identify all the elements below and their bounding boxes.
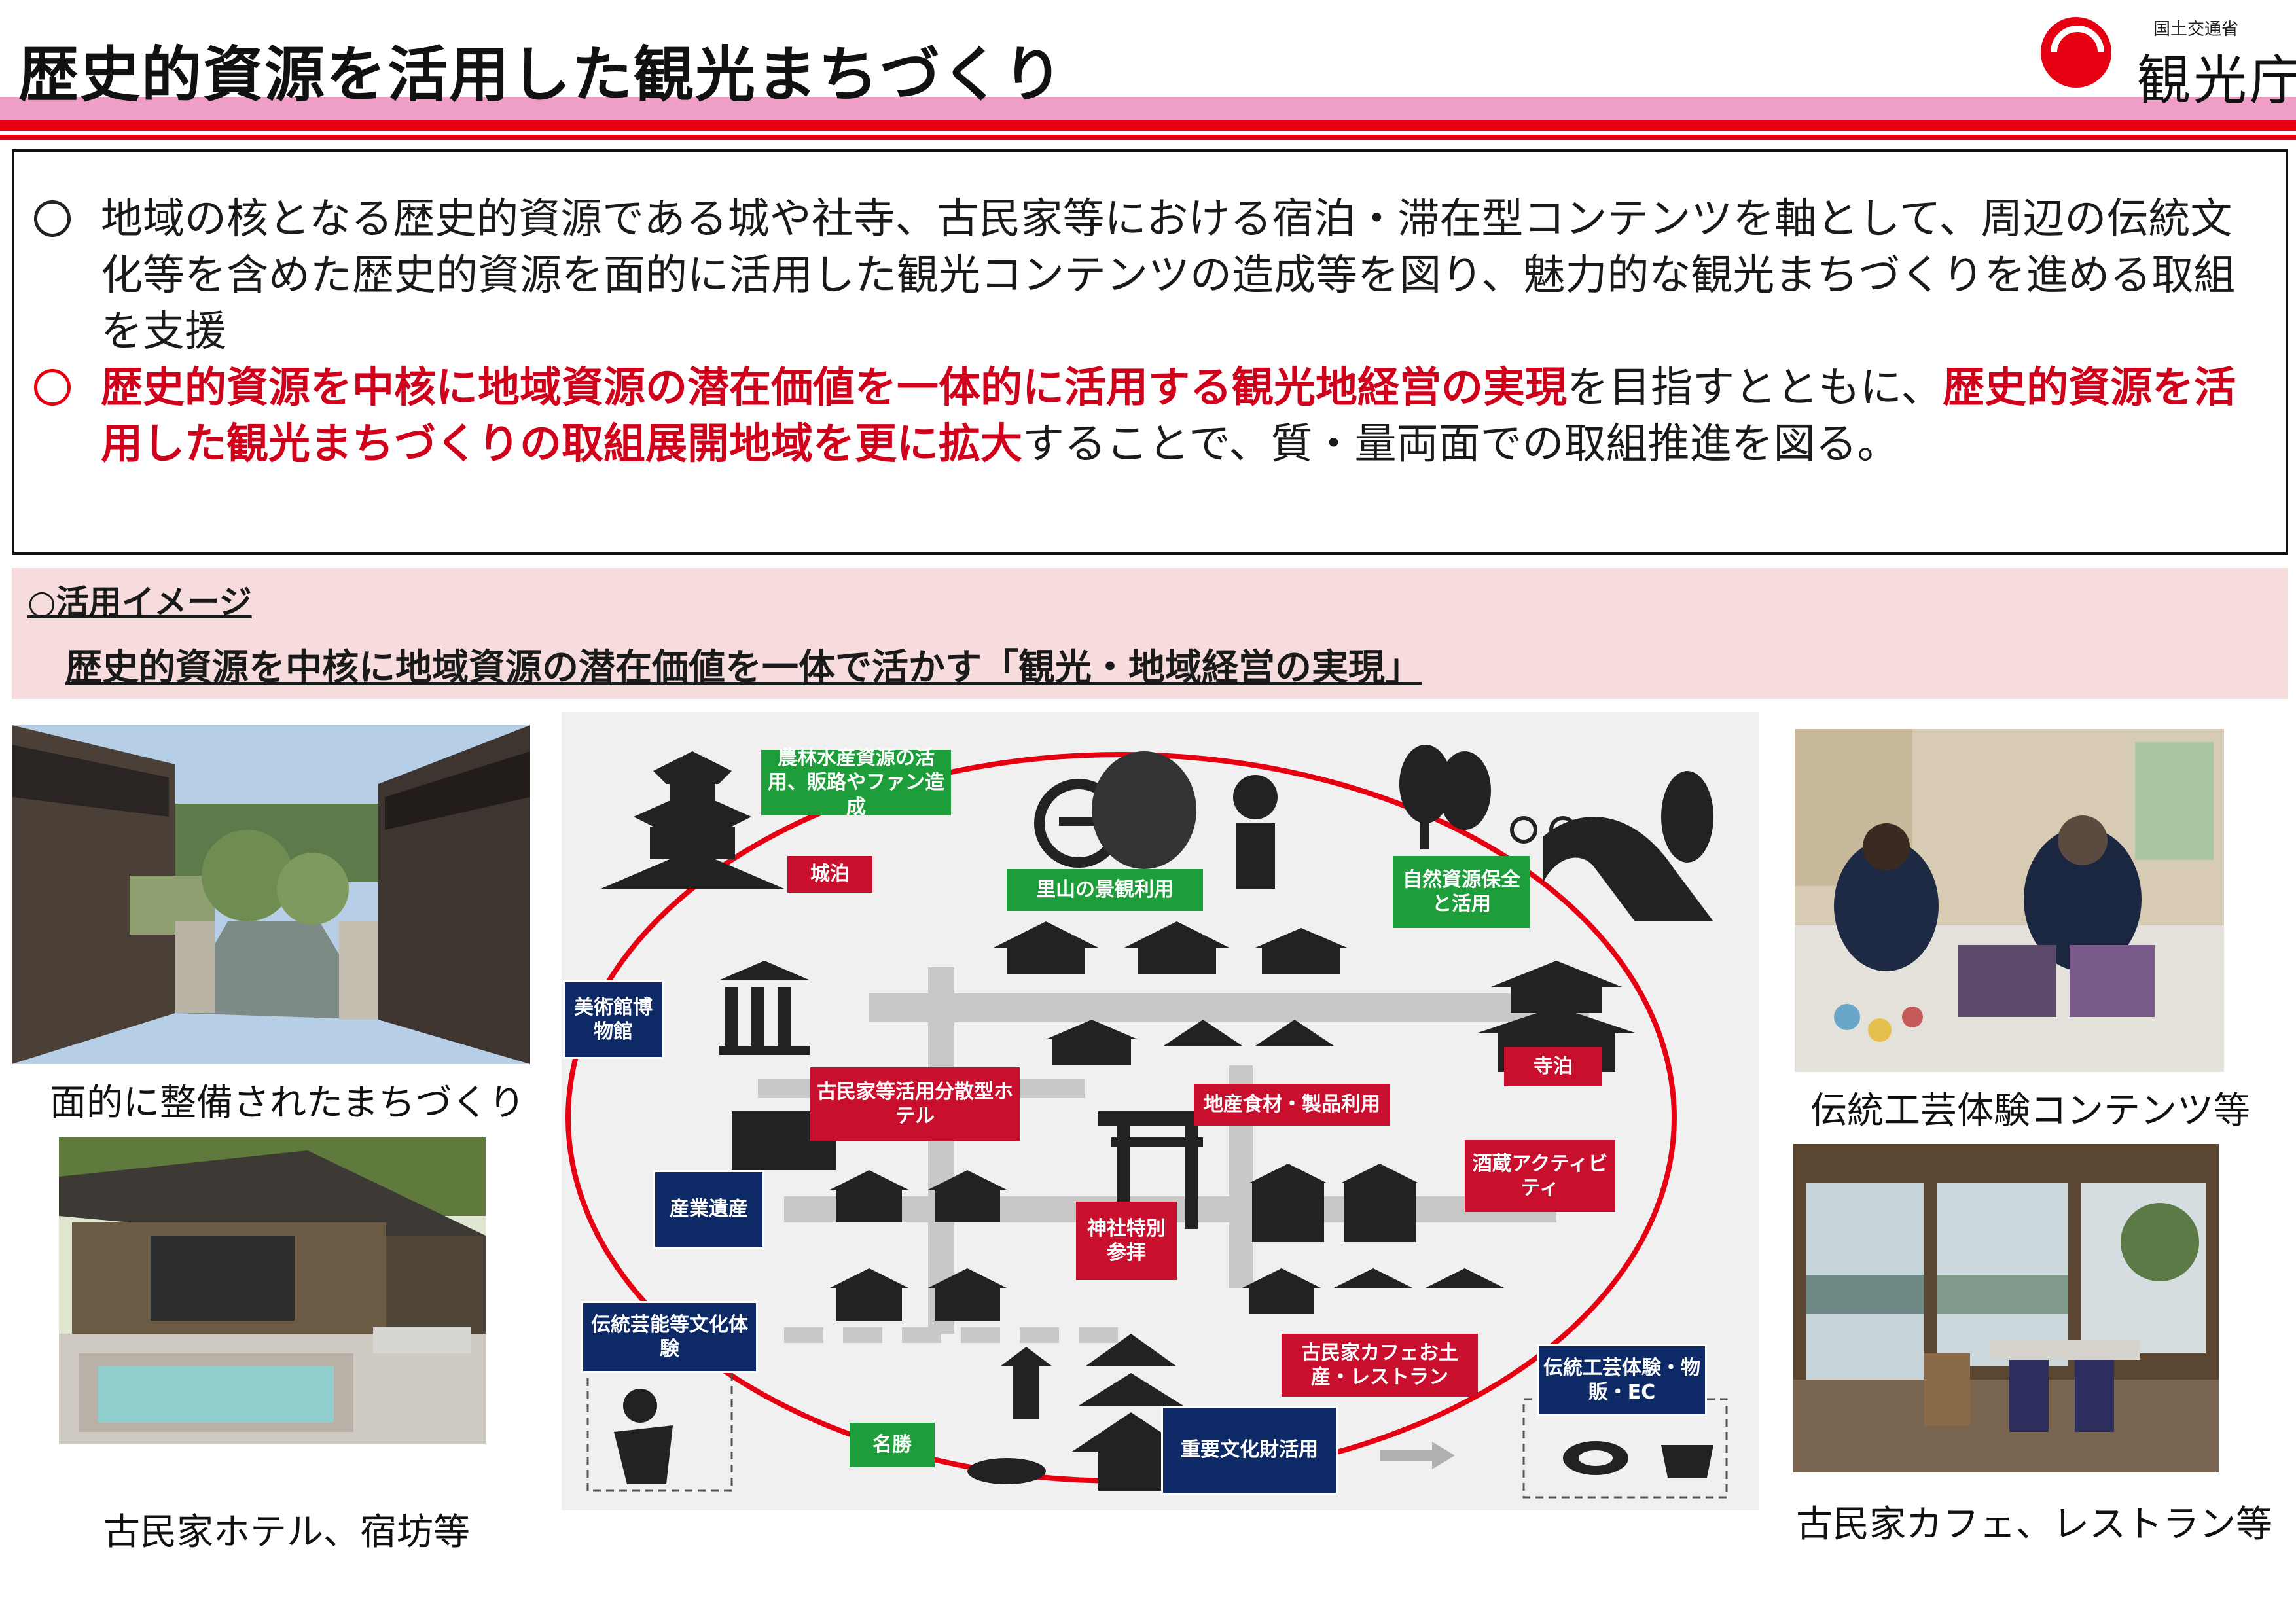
tag-sake-brewery: 酒蔵アクティビティ — [1465, 1140, 1615, 1212]
photo-canal-town — [12, 725, 530, 1064]
tag-kominka-hotel: 古民家等活用分散型ホテル — [810, 1067, 1020, 1141]
summary-text-1: 地域の核となる歴史的資源である城や社寺、古民家等における宿泊・滞在型コンテンツを… — [101, 195, 2236, 356]
sun-logo-icon — [2041, 17, 2111, 88]
photo-cafe — [1793, 1144, 2219, 1472]
tag-kominka-cafe: 古民家カフェお土産・レストラン — [1282, 1334, 1478, 1397]
header-red-line — [0, 135, 2296, 140]
agency-logo — [2029, 12, 2291, 90]
summary-box: 地域の核となる歴史的資源である城や社寺、古民家等における宿泊・滞在型コンテンツを… — [12, 149, 2288, 555]
tag-castle-stay: 城泊 — [787, 856, 872, 893]
photo-crafts — [1795, 729, 2224, 1072]
section-heading: ○活用イメージ — [27, 583, 252, 621]
logo-ministry-text: 国土交通省 — [2153, 20, 2239, 39]
section-subheading: 歴史的資源を中核に地域資源の潜在価値を一体で活かす「観光・地域経営の実現」 — [65, 647, 1422, 689]
caption-left-top: 面的に整備されたまちづくり — [50, 1082, 526, 1124]
highlight-2: 歴史的資源を活用した観光まちづくりの取組展開地域を更に拡大 — [101, 364, 2236, 469]
tag-scenic-spot: 名勝 — [850, 1423, 935, 1467]
caption-right-top: 伝統工芸体験コンテンツ等 — [1810, 1090, 2250, 1132]
tag-shrine: 神社特別参拝 — [1076, 1202, 1177, 1280]
tag-industrial-heritage: 産業遺産 — [653, 1170, 764, 1249]
tag-cultural-property: 重要文化財活用 — [1161, 1406, 1338, 1495]
highlight-1: 歴史的資源を中核に地域資源の潜在価値を一体的に活用する観光地経営の実現 — [101, 364, 1567, 412]
town-diagram: 農林水産資源の活用、販路やファン造成 城泊 里山の景観利用 自然資源保全と活用 … — [562, 712, 1759, 1510]
tag-performing-arts: 伝統芸能等文化体験 — [581, 1301, 758, 1373]
tag-traditional-crafts: 伝統工芸体験・物販・EC — [1537, 1344, 1707, 1416]
tag-local-food: 地産食材・製品利用 — [1194, 1084, 1390, 1126]
plain-2: することで、質・量両面での取組推進を図る。 — [1022, 420, 1899, 469]
tag-nature-resources: 自然資源保全と活用 — [1393, 856, 1530, 928]
plain-1: を目指すとともに、 — [1567, 364, 1943, 412]
tag-temple-stay: 寺泊 — [1504, 1047, 1602, 1086]
logo-agency-text: 観光庁 — [2137, 50, 2296, 112]
header-pink-band — [0, 97, 2296, 120]
summary-text-2: 歴史的資源を中核に地域資源の潜在価値を一体的に活用する観光地経営の実現を目指すと… — [101, 360, 2248, 473]
tag-agri-resources: 農林水産資源の活用、販路やファン造成 — [761, 747, 951, 819]
tag-museum: 美術館博物館 — [563, 980, 664, 1059]
header-red-band — [0, 120, 2296, 131]
page-title: 歴史的資源を活用した観光まちづくり — [18, 40, 1065, 110]
circle-bullet-icon — [34, 200, 71, 237]
photo-kominka-hotel — [59, 1137, 486, 1444]
circle-bullet-red-icon — [34, 369, 71, 406]
caption-left-bottom: 古民家ホテル、宿坊等 — [103, 1511, 470, 1554]
tag-satoyama: 里山の景観利用 — [1007, 869, 1203, 911]
caption-right-bottom: 古民家カフェ、レストラン等 — [1796, 1503, 2272, 1546]
section-banner — [12, 568, 2288, 699]
